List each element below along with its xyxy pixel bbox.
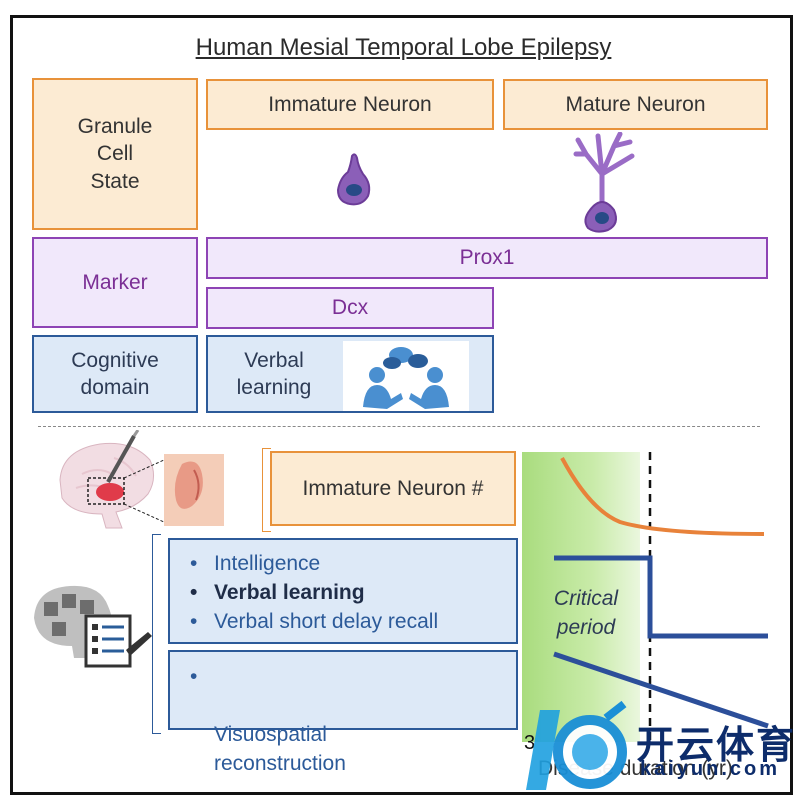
cognitive-group-2 — [168, 650, 518, 730]
bullet-text: Visuospatial reconstruction — [214, 723, 346, 775]
cognitive-bullets-1: • Intelligence • Verbal learning • Verba… — [180, 549, 438, 636]
bullet-text: Verbal short delay recall — [214, 610, 439, 633]
watermark-text-en: kaiyun.com — [640, 758, 781, 780]
cognitive-test-icon — [34, 585, 152, 668]
immature-neuron-header: Immature Neuron — [206, 79, 494, 130]
cognitive-bullets-2: • Visuospatial reconstruction — [180, 662, 346, 778]
conversation-icon — [343, 341, 469, 411]
mature-neuron-header: Mature Neuron — [503, 79, 768, 130]
granule-cell-state-label: Granule Cell State — [32, 78, 198, 230]
blue-bracket — [152, 534, 161, 734]
bullet-dot: • — [190, 665, 198, 688]
watermark-text-cn: 开云体育 — [636, 725, 797, 767]
immature-neuron-count-box: Immature Neuron # — [270, 451, 516, 526]
brain-resection-icon — [59, 430, 224, 529]
bullet-text: Intelligence — [214, 552, 321, 575]
trend-plot — [553, 452, 769, 740]
figure-title: Human Mesial Temporal Lobe Epilepsy — [195, 34, 612, 61]
verbal-learning-label: Verbal learning — [236, 348, 312, 399]
cognitive-group-1 — [168, 538, 518, 644]
orange-bracket — [262, 448, 271, 532]
immature-neuron-curve — [560, 457, 765, 536]
marker-label: Marker — [32, 237, 198, 328]
mature-neuron-icon — [573, 132, 635, 233]
critical-period-band — [522, 452, 640, 742]
bullet-visuospatial: • Visuospatial reconstruction — [180, 662, 346, 778]
prox1-bar: Prox1 — [206, 237, 768, 279]
bullet-dot: • — [190, 552, 198, 575]
watermark-logo — [526, 700, 627, 790]
bullet-dot: • — [190, 581, 198, 604]
verbal-learning-step — [554, 555, 768, 639]
bullet-text: Verbal learning — [214, 581, 365, 604]
bullet-intelligence: • Intelligence — [180, 549, 438, 578]
bullet-verbal-learning: • Verbal learning — [180, 578, 438, 607]
dcx-bar: Dcx — [206, 287, 494, 329]
visuospatial-decline — [553, 651, 769, 729]
axis-tick-3: 3 — [524, 732, 536, 754]
section-divider — [38, 426, 760, 427]
immature-neuron-icon — [336, 153, 371, 206]
bullet-dot: • — [190, 610, 198, 633]
critical-period-label: Critical period — [553, 587, 619, 639]
cognitive-domain-label: Cognitive domain — [32, 335, 198, 413]
bullet-verbal-short-delay-recall: • Verbal short delay recall — [180, 607, 438, 636]
verbal-learning-cell: Verbal learning — [206, 335, 494, 413]
